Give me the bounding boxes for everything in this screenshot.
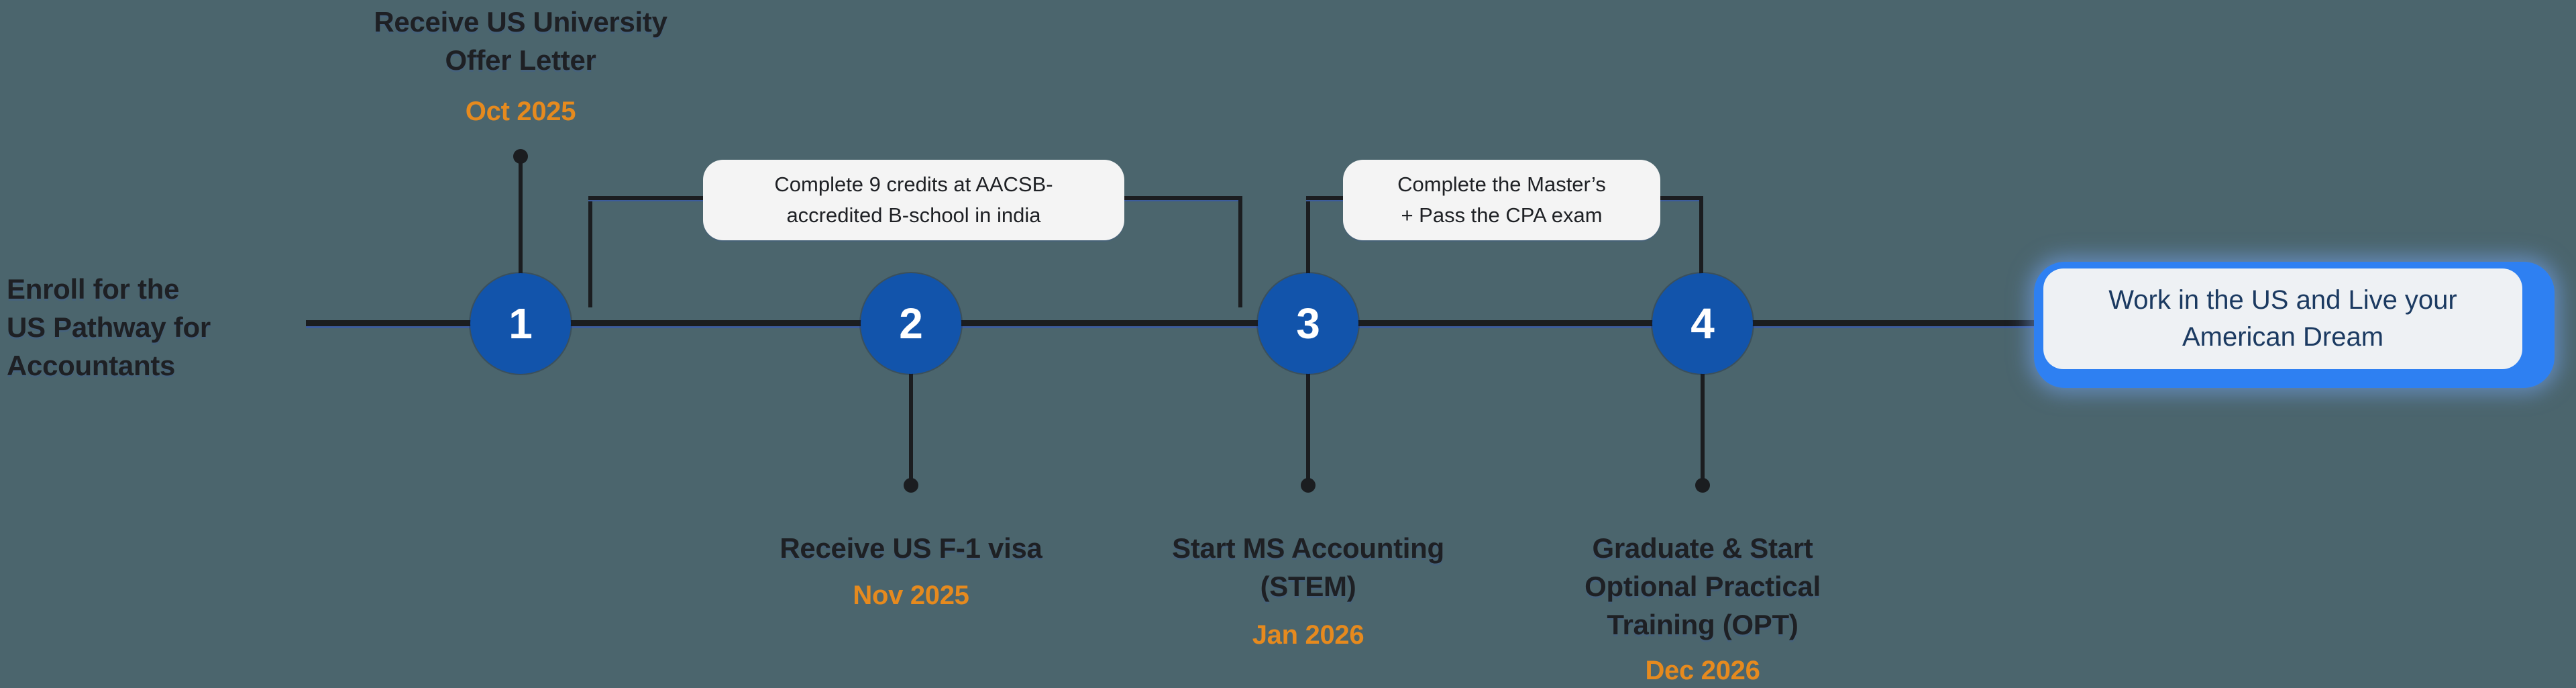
start-label: Enroll for the US Pathway for Accountant…: [7, 273, 211, 381]
step4-dot: [1695, 478, 1710, 493]
step2-caption: Receive US F-1 visa Nov 2025: [780, 529, 1042, 611]
step2-title: Receive US F-1 visa: [780, 532, 1042, 564]
step3-title: Start MS Accounting (STEM): [1172, 532, 1444, 602]
step4-node: 4: [1652, 273, 1753, 374]
end-goal-box: Work in the US and Live your American Dr…: [2034, 262, 2555, 388]
callout-masters-cpa-text: Complete the Master’s + Pass the CPA exa…: [1397, 173, 1606, 227]
callout-masters-cpa: Complete the Master’s + Pass the CPA exa…: [1343, 160, 1660, 240]
bracket2-left-connector: [1306, 196, 1310, 275]
step1-number: 1: [508, 299, 533, 348]
bracket1-left-connector: [588, 197, 592, 307]
step4-caption: Graduate & Start Optional Practical Trai…: [1585, 529, 1821, 686]
step1-date: Oct 2025: [465, 97, 576, 126]
step3-date: Jan 2026: [1252, 620, 1364, 650]
step1-dot: [513, 149, 528, 164]
step1-stem-up: [519, 161, 523, 275]
step4-title: Graduate & Start Optional Practical Trai…: [1585, 532, 1821, 640]
step3-dot: [1301, 478, 1316, 493]
callout-credits: Complete 9 credits at AACSB- accredited …: [703, 160, 1124, 240]
callout-credits-text: Complete 9 credits at AACSB- accredited …: [774, 173, 1053, 227]
bracket2-right-connector: [1699, 196, 1703, 275]
step2-date: Nov 2025: [853, 581, 969, 610]
step4-number: 4: [1690, 299, 1715, 348]
step1-node: 1: [470, 273, 571, 374]
step4-date: Dec 2026: [1645, 656, 1760, 685]
step3-node: 3: [1258, 273, 1358, 374]
step3-caption: Start MS Accounting (STEM) Jan 2026: [1172, 529, 1444, 650]
end-goal-panel: Work in the US and Live your American Dr…: [2043, 268, 2522, 369]
step3-stem-down: [1306, 373, 1310, 481]
step2-stem-down: [909, 373, 913, 481]
step2-number: 2: [899, 299, 923, 348]
step2-node: 2: [861, 273, 961, 374]
step1-caption: Receive US University Offer Letter Oct 2…: [374, 3, 667, 127]
step1-title: Receive US University Offer Letter: [374, 6, 667, 76]
timeline-line: [306, 320, 2043, 328]
step3-number: 3: [1296, 299, 1320, 348]
step4-stem-down: [1701, 373, 1705, 481]
end-goal-text: Work in the US and Live your American Dr…: [2108, 285, 2457, 352]
step2-dot: [904, 478, 918, 493]
bracket1-right-connector: [1238, 197, 1242, 307]
